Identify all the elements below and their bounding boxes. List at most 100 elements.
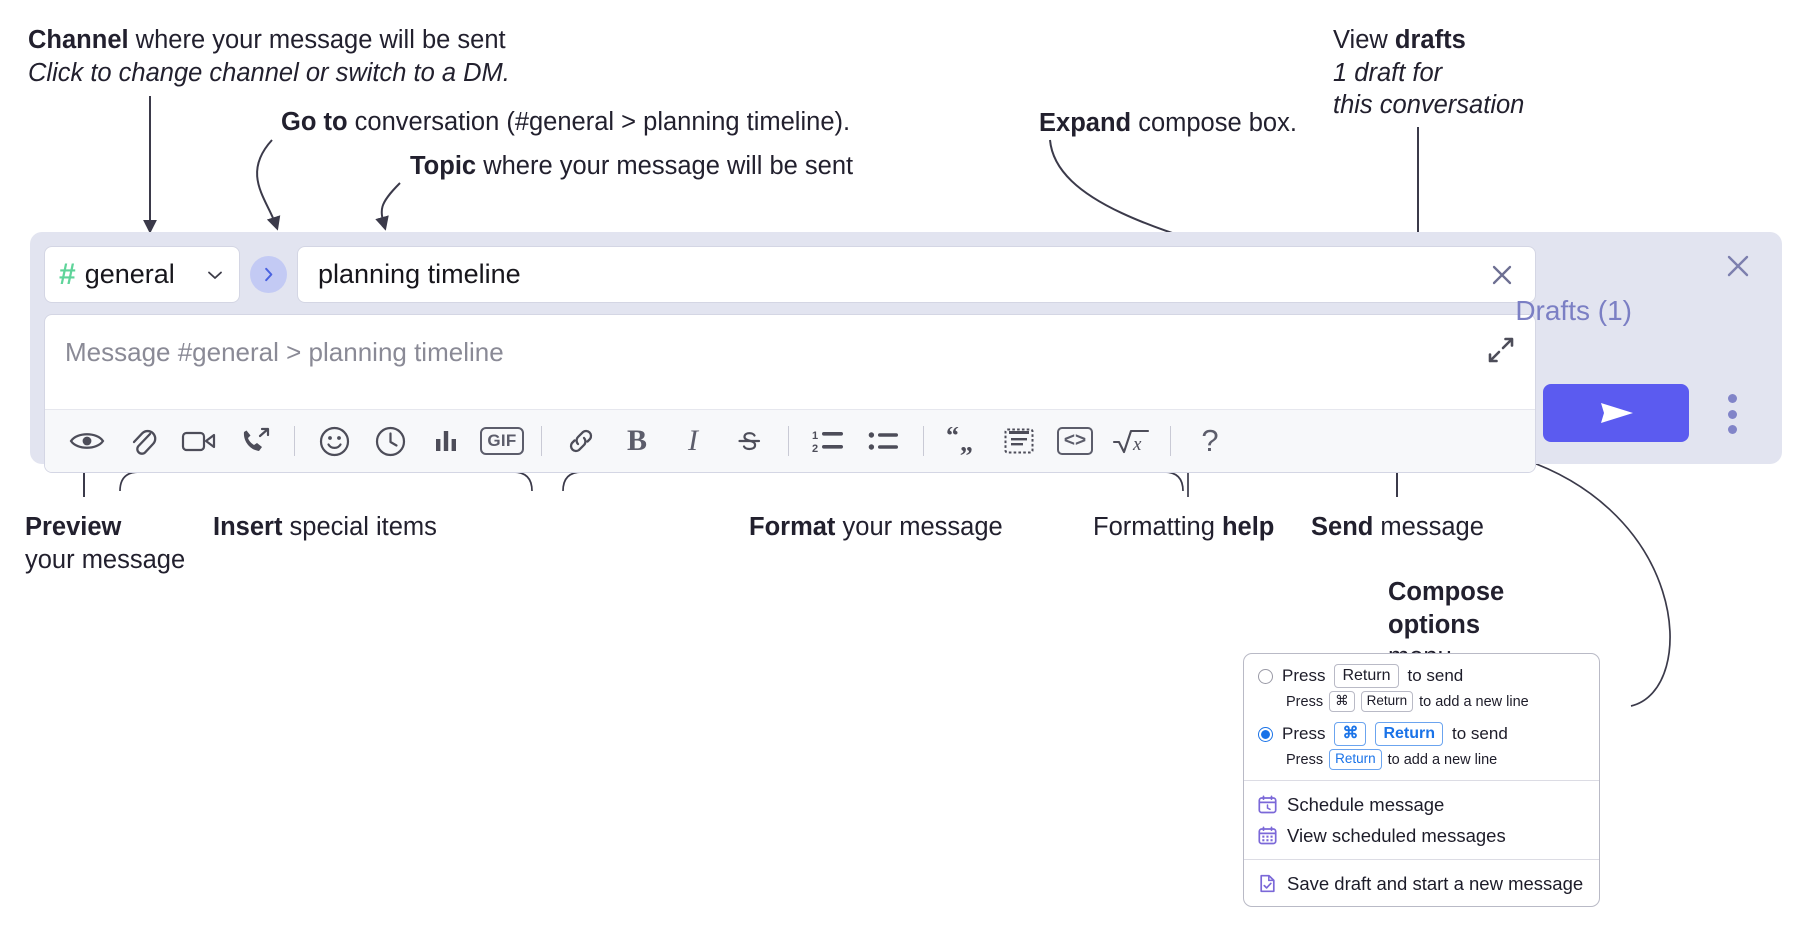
toolbar-divider: [294, 426, 295, 456]
radio-icon-selected[interactable]: [1258, 726, 1273, 742]
svg-text:„: „: [960, 428, 973, 455]
send-mode-option-1[interactable]: Press Return to send: [1244, 663, 1599, 689]
svg-text:1: 1: [812, 430, 818, 442]
question-mark-icon: ?: [1201, 423, 1219, 458]
bold-icon: B: [626, 424, 647, 457]
annotation-preview-line2: your message: [25, 545, 186, 574]
key-chip-command: ⌘: [1334, 722, 1367, 746]
svg-text:“: “: [946, 427, 959, 450]
emoji-button[interactable]: [306, 419, 362, 463]
menu-item-label: Save draft and start a new message: [1287, 872, 1584, 894]
drafts-link[interactable]: Drafts (1): [1515, 295, 1632, 326]
annotation-help-normal: Formatting: [1093, 513, 1222, 541]
link-button[interactable]: [553, 419, 609, 463]
annotation-channel-sub: Click to change channel or switch to a D…: [28, 58, 510, 87]
send-button[interactable]: [1543, 384, 1689, 442]
italic-button[interactable]: I: [665, 419, 721, 463]
close-icon[interactable]: [1722, 250, 1754, 282]
send-mode-option-2-sub: Press Return to add a new line: [1244, 747, 1599, 772]
annotation-compose-options-line2: options: [1388, 610, 1481, 639]
annotation-goto-rest: conversation (#general > planning timeli…: [347, 108, 851, 136]
video-button[interactable]: [171, 419, 227, 463]
send-mode-option-1-sub: Press ⌘ Return to add a new line: [1244, 689, 1599, 714]
menu-item-label: View scheduled messages: [1287, 824, 1506, 846]
sub-suffix-label: to add a new line: [1419, 693, 1529, 710]
key-chip-return: Return: [1360, 691, 1414, 712]
message-editor-card: Message #general > planning timeline: [44, 314, 1536, 473]
blockquote-button[interactable]: “ „: [935, 419, 991, 463]
annotation-drafts-line1b: drafts: [1394, 26, 1466, 54]
compose-options-button[interactable]: [1718, 394, 1746, 434]
phone-arrow-icon: [243, 427, 270, 451]
compose-header-row: # general planning timeline: [44, 246, 1536, 303]
annotation-drafts: View drafts 1 draft for this conversatio…: [1333, 24, 1524, 122]
bold-button[interactable]: B: [609, 419, 665, 463]
ordered-list-button[interactable]: 1 2: [800, 419, 856, 463]
toolbar-divider: [1170, 426, 1171, 456]
code-button[interactable]: <>: [1047, 419, 1103, 463]
annotation-format-rest: your message: [835, 513, 1003, 541]
menu-item-save-draft[interactable]: Save draft and start a new message: [1244, 868, 1599, 899]
expand-diagonal-icon[interactable]: [1487, 336, 1515, 364]
topic-input[interactable]: planning timeline: [318, 259, 521, 289]
radio-icon[interactable]: [1258, 668, 1273, 684]
message-input-area[interactable]: Message #general > planning timeline: [45, 315, 1535, 409]
key-chip-return: Return: [1375, 722, 1444, 746]
annotation-drafts-line3: this conversation: [1333, 91, 1525, 120]
chevron-down-icon: [208, 271, 222, 279]
bar-chart-icon: [436, 431, 456, 451]
reminder-button[interactable]: [362, 419, 418, 463]
annotation-drafts-line1a: View: [1333, 26, 1395, 54]
menu-item-schedule-message[interactable]: Schedule message: [1244, 789, 1599, 820]
calendar-clock-icon: [1258, 795, 1277, 814]
menu-item-view-scheduled-messages[interactable]: View scheduled messages: [1244, 820, 1599, 851]
annotation-help-bold: help: [1221, 513, 1275, 541]
annotation-topic: Topic where your message will be sent: [410, 150, 853, 183]
annotation-send-bold: Send: [1311, 513, 1374, 541]
goto-conversation-button[interactable]: [250, 256, 287, 293]
italic-icon: I: [688, 424, 698, 457]
code-icon: <>: [1056, 427, 1094, 455]
annotation-insert-rest: special items: [282, 513, 437, 541]
paper-plane-icon: [1601, 403, 1633, 423]
formatting-help-button[interactable]: ?: [1182, 419, 1238, 463]
preview-button[interactable]: [59, 419, 115, 463]
toolbar-divider: [788, 426, 789, 456]
more-vertical-icon: [1727, 425, 1737, 434]
code-block-button[interactable]: [991, 419, 1047, 463]
svg-text:2: 2: [812, 443, 818, 454]
send-mode-press-label: Press: [1282, 724, 1326, 743]
send-mode-suffix: to send: [1407, 666, 1464, 685]
key-chip-return: Return: [1334, 664, 1399, 688]
sub-suffix-label: to add a new line: [1387, 751, 1498, 768]
audio-button[interactable]: [227, 419, 283, 463]
annotation-send-rest: message: [1373, 513, 1484, 541]
annotation-expand: Expand compose box.: [1039, 107, 1297, 140]
quote-icon: “ „: [946, 427, 973, 455]
bullet-list-button[interactable]: [856, 419, 912, 463]
channel-selector[interactable]: # general: [44, 246, 240, 303]
ordered-list-icon: 1 2: [812, 430, 843, 454]
gif-button[interactable]: GIF: [474, 419, 530, 463]
annotation-goto-bold: Go to: [281, 108, 348, 136]
emoji-smiley-icon: [319, 426, 349, 456]
poll-button[interactable]: [418, 419, 474, 463]
document-check-icon: [1260, 874, 1275, 893]
compose-inner: # general planning timeline Messag: [44, 246, 1536, 473]
attach-button[interactable]: [115, 419, 171, 463]
math-button[interactable]: x: [1103, 419, 1159, 463]
topic-input-wrapper[interactable]: planning timeline: [297, 246, 1536, 303]
calendar-grid-icon: [1258, 826, 1277, 845]
menu-divider: [1244, 859, 1599, 860]
compose-options-menu: Press Return to send Press ⌘ Return to a…: [1243, 653, 1600, 907]
annotation-goto: Go to conversation (#general > planning …: [281, 106, 850, 139]
eye-icon: [69, 433, 105, 449]
annotation-format: Format your message: [749, 511, 1003, 544]
close-icon[interactable]: [1487, 260, 1517, 290]
send-mode-option-2[interactable]: Press ⌘ Return to send: [1244, 721, 1599, 747]
code-block-icon: [1004, 428, 1034, 454]
svg-text:x: x: [1132, 434, 1142, 455]
clock-icon: [375, 426, 405, 456]
strikethrough-button[interactable]: [721, 419, 777, 463]
sub-press-label: Press: [1286, 693, 1324, 710]
